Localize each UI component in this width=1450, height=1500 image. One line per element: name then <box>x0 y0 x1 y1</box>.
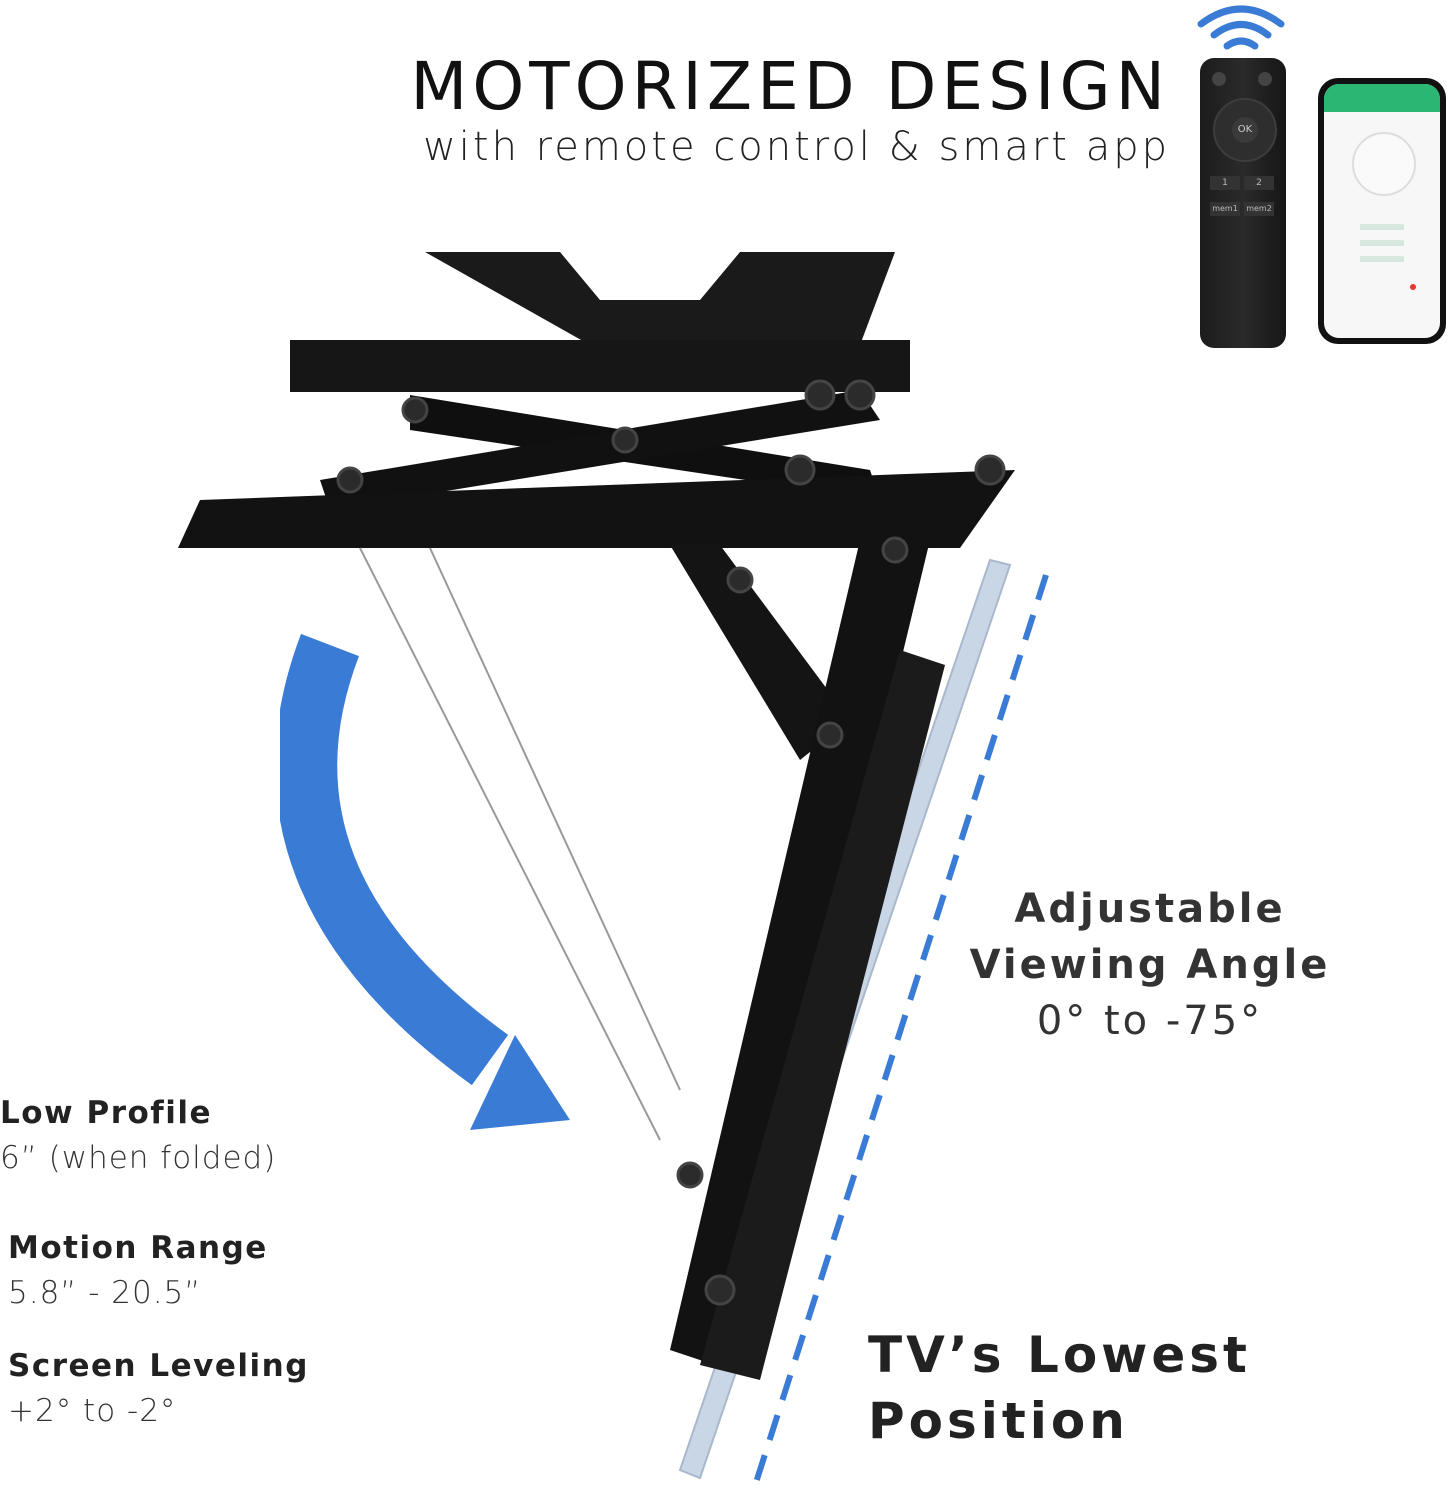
remote-control: OK 1 2 mem1 mem2 <box>1200 58 1286 348</box>
app-header-bar <box>1324 84 1440 112</box>
app-list-row <box>1360 240 1404 246</box>
remote-mem1: mem1 <box>1210 202 1240 216</box>
ceiling-plate <box>425 252 895 345</box>
cable <box>429 547 681 1091</box>
tilt-direction-arrow-icon <box>280 633 570 1130</box>
spec-motion-range-value: 5.8” - 20.5” <box>8 1275 202 1311</box>
spec-screen-leveling-value: +2° to -2° <box>8 1393 177 1429</box>
tv-bracket <box>700 650 945 1380</box>
cable <box>359 547 661 1141</box>
pivot-bolts <box>336 379 1006 1306</box>
tv-angle-dashed-line <box>749 574 1049 1496</box>
remote-btn-2: 2 <box>1244 176 1274 190</box>
page-subtitle: with remote control & smart app <box>423 124 1170 170</box>
remote-mem2: mem2 <box>1244 202 1274 216</box>
remote-power-button <box>1212 72 1226 86</box>
spec-low-profile-value: 6” (when folded) <box>0 1140 277 1176</box>
base-plate <box>178 470 1015 548</box>
upper-bar <box>290 340 910 392</box>
tilt-arm <box>670 540 930 1370</box>
angle-title-line2: Viewing Angle <box>969 942 1331 988</box>
spec-screen-leveling-title: Screen Leveling <box>8 1348 309 1384</box>
lowest-position-line1: TV’s Lowest <box>868 1326 1251 1384</box>
angle-title-line1: Adjustable <box>1014 886 1286 932</box>
remote-btn-1: 1 <box>1210 176 1240 190</box>
remote-ok-button: OK <box>1232 117 1258 143</box>
phone-screen <box>1324 84 1440 338</box>
hinge-arm <box>670 545 850 760</box>
wifi-signal-icon <box>1197 5 1285 50</box>
scissor-arm <box>320 390 880 510</box>
remote-set-button <box>1258 72 1272 86</box>
app-list-row <box>1360 256 1404 262</box>
app-list-row <box>1360 224 1404 230</box>
page-title: MOTORIZED DESIGN <box>410 48 1170 125</box>
lowest-position-line2: Position <box>868 1392 1129 1450</box>
app-control-wheel <box>1352 132 1416 196</box>
remote-dpad: OK <box>1213 98 1277 162</box>
angle-value: 0° to -75° <box>1036 998 1264 1044</box>
spec-low-profile-title: Low Profile <box>0 1095 213 1131</box>
smartphone <box>1318 78 1446 344</box>
app-alert-dot <box>1410 284 1416 290</box>
spec-motion-range-title: Motion Range <box>8 1230 268 1266</box>
